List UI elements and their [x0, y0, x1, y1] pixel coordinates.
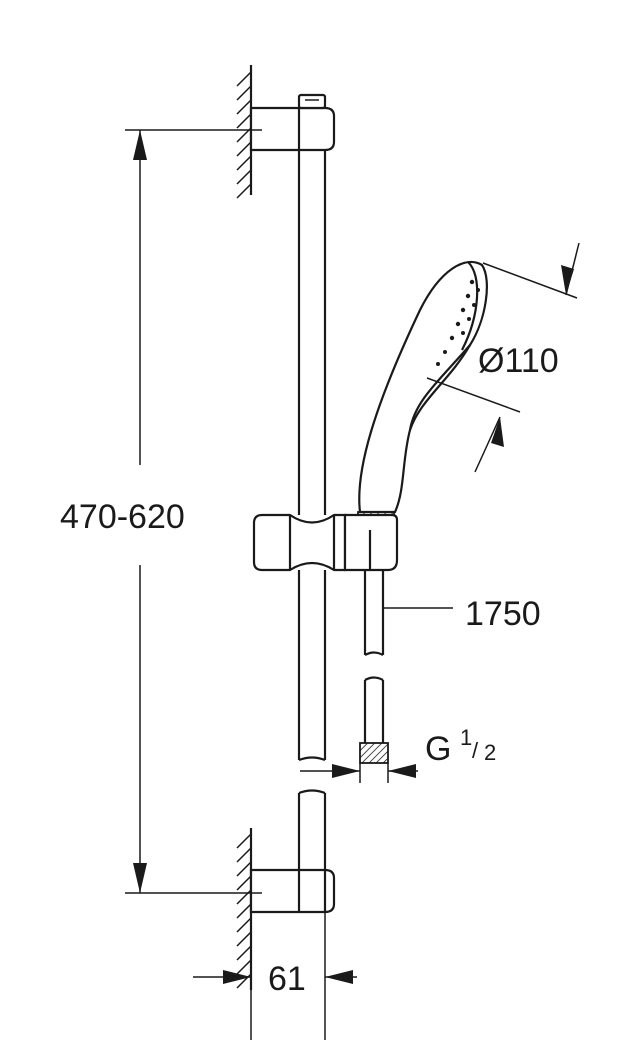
slider-holder — [252, 513, 399, 572]
lower-wall-bracket — [249, 868, 336, 914]
rail-upper — [297, 150, 327, 762]
bar-height-label: 470-620 — [60, 498, 185, 536]
thread-fraction-numerator: 1 — [460, 725, 472, 750]
dimension-head-diameter — [426, 242, 580, 473]
hose-nut — [359, 742, 389, 764]
hose — [359, 570, 389, 764]
head-diameter-label: Ø110 — [478, 342, 559, 380]
spray-nozzles — [436, 279, 480, 366]
rail-lower — [297, 789, 327, 870]
wall-offset-label: 61 — [268, 960, 306, 998]
dimension-wall-offset — [193, 912, 357, 1040]
hose-length-label: 1750 — [465, 595, 541, 633]
lower-wall-hatching — [236, 828, 253, 990]
upper-wall-bracket — [249, 93, 336, 152]
dimension-thread — [300, 763, 418, 783]
thread-fraction-slash: / — [472, 738, 479, 763]
dimension-bar-height — [125, 129, 262, 894]
upper-wall-hatching — [236, 65, 253, 199]
thread-label: G — [425, 730, 451, 768]
thread-fraction-denominator: 2 — [484, 740, 496, 765]
